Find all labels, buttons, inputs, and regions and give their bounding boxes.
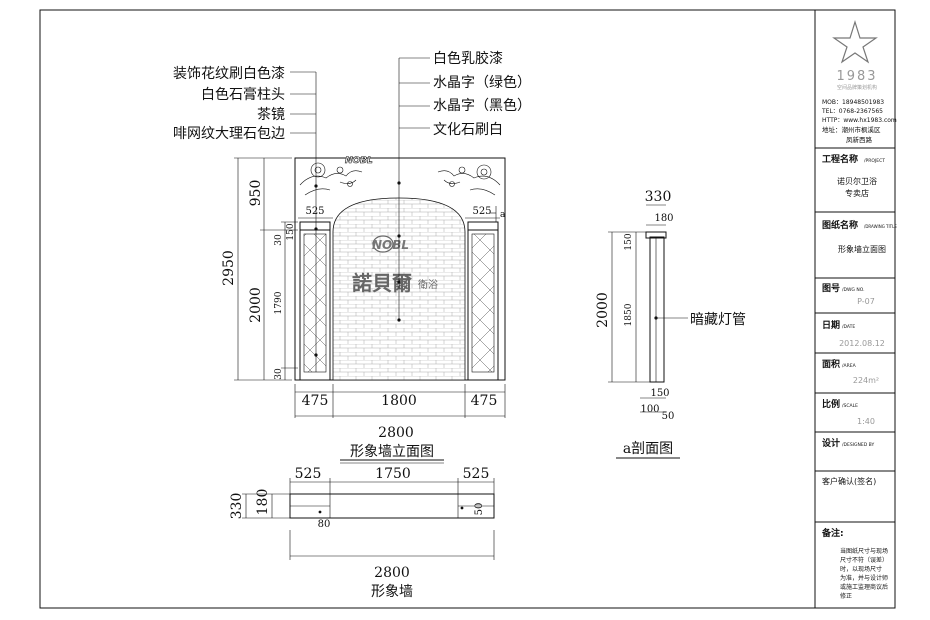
plan-dim-80: 80 <box>318 519 331 530</box>
plan-dim-top-right: 525 <box>463 466 490 482</box>
scale-label: 比例 <box>822 398 840 410</box>
project-value-2: 专卖店 <box>845 188 869 198</box>
callout-right-2: 水晶字（绿色） <box>433 74 531 91</box>
elevation-title: 形象墙立面图 <box>350 444 434 460</box>
date-label: 日期 <box>822 319 840 331</box>
contact-tel: TEL：0768-2367565 <box>821 108 883 115</box>
drawing-title-label-en: /DRAWING TITLE <box>864 224 897 229</box>
section-dim-1850: 1850 <box>624 303 634 326</box>
date-value: 2012.08.12 <box>839 339 885 348</box>
elevation-drawing: NOBL NOBL 諾貝爾 衛浴 a <box>173 50 531 464</box>
plan-title: 形象墙 <box>371 584 413 600</box>
dim-top-right: 525 <box>472 206 491 217</box>
scale-label-en: /SCALE <box>842 403 858 409</box>
mirror-right <box>471 233 495 373</box>
dim-inner-1790: 1790 <box>274 291 284 314</box>
scale-value: 1:40 <box>857 417 875 426</box>
dwg-no-value: P-07 <box>857 297 875 306</box>
area-value: 224m² <box>853 376 879 385</box>
notes-label: 备注: <box>821 527 844 539</box>
note-line: 当图纸尺寸与现场 <box>840 547 888 555</box>
designer-label: 设计 <box>822 437 840 449</box>
contact-address-1: 地址：潮州市枫溪区 <box>822 125 881 134</box>
logo-top-text: NOBL <box>345 156 373 166</box>
floral-ornament-right-icon <box>437 164 501 196</box>
svg-text:NOBL: NOBL <box>372 238 409 252</box>
plan-dim-total: 2800 <box>374 565 410 581</box>
dim-total-width: 2800 <box>378 425 414 441</box>
area-label-en: /AREA <box>842 363 857 369</box>
brand-sub-text: 衛浴 <box>418 278 438 291</box>
project-label: 工程名称 <box>822 153 858 165</box>
dim-upper-height: 950 <box>248 180 264 207</box>
brand-text: 諾貝爾 <box>352 271 412 295</box>
section-body <box>649 236 665 383</box>
dim-top-left: 525 <box>305 206 324 217</box>
drawing-title-label: 图纸名称 <box>822 219 858 231</box>
dwg-no-label: 图号 <box>822 283 840 294</box>
brand-logo-icon: NOBL <box>372 235 409 253</box>
note-line: 或施工监理商议后 <box>840 583 888 591</box>
dim-bottom-left: 475 <box>302 393 329 409</box>
callout-left-4: 啡网纹大理石包边 <box>173 126 285 142</box>
plan-dim-330: 330 <box>229 493 245 520</box>
floral-ornament-left-icon <box>299 162 363 196</box>
section-dim-330: 330 <box>645 189 672 205</box>
callout-right-4: 文化石刷白 <box>433 122 503 138</box>
title-block: 1983 空间品牌策划机构 MOB：18948501983 TEL：0768-2… <box>814 10 897 608</box>
section-dim-bottom-100: 100 <box>640 404 659 415</box>
contact-mob: MOB：18948501983 <box>822 99 884 106</box>
date-label-en: /DATE <box>842 324 855 330</box>
section-drawing: 暗藏灯管 330 180 2000 150 1850 150 100 50 a剖… <box>595 189 746 459</box>
plan-dim-top-center: 1750 <box>375 466 411 482</box>
section-dim-bottom-50: 50 <box>662 411 675 422</box>
star-logo-icon <box>832 19 878 64</box>
dim-bottom-center: 1800 <box>381 393 417 409</box>
callout-right-1: 白色乳胶漆 <box>433 50 503 67</box>
note-line: 尺寸不符（误差） <box>840 556 888 564</box>
callout-left-3: 茶镜 <box>257 107 285 123</box>
section-title: a剖面图 <box>623 441 673 457</box>
dwg-no-label-en: /DWG NO. <box>842 287 865 293</box>
note-line: 时，以现场尺寸 <box>840 565 882 573</box>
sheet-border <box>39 9 896 609</box>
dim-lower-height: 2000 <box>248 287 264 323</box>
section-dim-bottom-150: 150 <box>650 388 669 399</box>
note-line: 为准，并与设计师 <box>840 574 888 582</box>
section-mark: a <box>500 210 506 220</box>
designer-label-en: /DESIGNED BY <box>842 442 874 448</box>
plan-dim-180: 180 <box>255 489 271 516</box>
logo-number: 1983 <box>836 69 877 84</box>
plan-drawing: 525 1750 525 330 180 80 50 2800 形象墙 <box>229 466 495 600</box>
dim-inner-30-bottom: 30 <box>274 368 284 380</box>
section-dim-180: 180 <box>654 213 673 224</box>
note-line: 修正 <box>840 592 852 600</box>
contact-address-2: 凤新西路 <box>846 135 873 144</box>
callout-right-3: 水晶字（黑色） <box>433 97 531 114</box>
area-label: 面积 <box>822 358 840 370</box>
plan-dim-50: 50 <box>474 503 485 516</box>
section-callout: 暗藏灯管 <box>690 312 746 328</box>
pillar-right <box>467 229 499 381</box>
mirror-left <box>303 233 327 373</box>
client-confirm-label: 客户确认(签名) <box>822 476 876 486</box>
section-dim-2000: 2000 <box>595 292 611 328</box>
drawing-title-value: 形象墙立面图 <box>838 244 886 254</box>
contact-http: HTTP：www.hx1983.com <box>822 117 897 124</box>
callout-left-2: 白色石膏柱头 <box>201 86 285 103</box>
dim-inner-30-top: 30 <box>274 234 284 246</box>
dim-bottom-right: 475 <box>471 393 498 409</box>
project-value: 诺贝尔卫浴 <box>837 176 877 186</box>
callout-left-1: 装饰花纹刷白色漆 <box>173 65 285 82</box>
logo-sub: 空间品牌策划机构 <box>837 84 877 91</box>
project-label-en: /PROJECT <box>864 158 885 164</box>
dim-inner-150: 150 <box>286 223 296 240</box>
plan-dim-top-left: 525 <box>295 466 322 482</box>
capital-right <box>467 221 499 231</box>
dim-total-height: 2950 <box>221 250 237 286</box>
section-dim-150: 150 <box>624 233 634 250</box>
